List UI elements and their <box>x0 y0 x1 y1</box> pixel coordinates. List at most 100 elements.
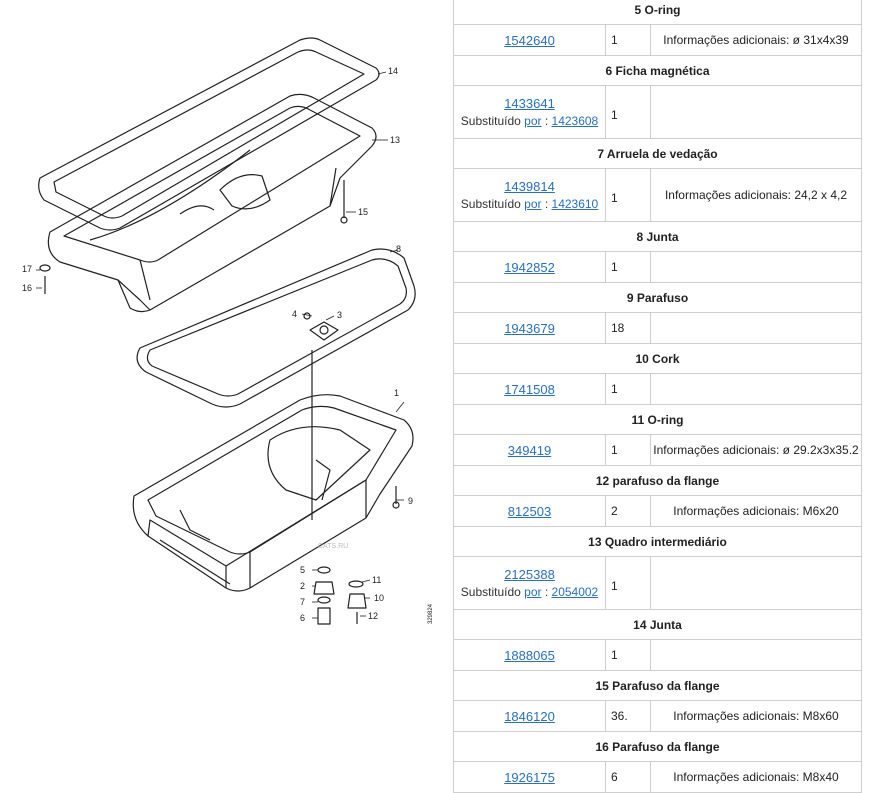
group-header-row: 10 Cork <box>453 343 862 374</box>
group-header-row: 11 O-ring <box>453 404 862 435</box>
substitute-part-link[interactable]: 1423608 <box>551 114 599 128</box>
callout-5: 5 <box>300 565 305 575</box>
callout-8: 8 <box>396 244 401 254</box>
group-header-row: 9 Parafuso <box>453 282 862 313</box>
part-number-link[interactable]: 1542640 <box>504 32 555 48</box>
quantity-cell: 1 <box>605 168 651 222</box>
part-number-cell: 1542640 <box>453 24 606 56</box>
part-row: 1741508 1 <box>453 373 862 405</box>
substituted-by-link[interactable]: por <box>524 585 542 599</box>
substituted-by-link[interactable]: por <box>524 197 542 211</box>
quantity-cell: 1 <box>605 639 651 671</box>
info-cell: Informações adicionais: ø 29.2x3x35.2 <box>650 434 862 466</box>
callout-15: 15 <box>358 207 368 217</box>
substituted-label: Substituído <box>460 585 521 599</box>
group-header-row: 6 Ficha magnética <box>453 55 862 86</box>
part-number-link[interactable]: 2125388 <box>504 567 555 582</box>
info-cell <box>650 373 862 405</box>
part-number-link[interactable]: 1741508 <box>504 381 555 397</box>
quantity-cell: 18 <box>605 312 651 344</box>
group-header-row: 7 Arruela de vedação <box>453 138 862 169</box>
group-title: 6 Ficha magnética <box>453 55 862 86</box>
quantity-cell: 36. <box>605 700 651 732</box>
group-title: 9 Parafuso <box>453 282 862 313</box>
figure-id: 329824 <box>428 603 434 624</box>
part-row: 1943679 18 <box>453 312 862 344</box>
part-number-cell: 1942852 <box>453 251 606 283</box>
oil-pan-diagram-svg: 14 13 15 8 4 3 1 9 5 2 7 6 11 10 12 17 1… <box>22 37 434 625</box>
plug-3-4-shape <box>303 312 339 341</box>
group-title: 10 Cork <box>453 343 862 374</box>
callout-4: 4 <box>292 309 297 319</box>
quantity-cell: 1 <box>605 85 651 139</box>
group-title: 15 Parafuso da flange <box>453 670 862 701</box>
substituted-label: Substituído <box>460 197 521 211</box>
group-header-row: 8 Junta <box>453 221 862 252</box>
callout-7: 7 <box>300 597 305 607</box>
quantity-cell: 1 <box>605 24 651 56</box>
group-title: 13 Quadro intermediário <box>453 526 862 557</box>
callout-16: 16 <box>22 283 32 293</box>
watermark-text: CATS.RU <box>318 543 348 550</box>
group-title: 16 Parafuso da flange <box>453 731 862 762</box>
part-number-link[interactable]: 1433641 <box>504 96 555 111</box>
quantity-cell: 1 <box>605 251 651 283</box>
group-title: 11 O-ring <box>453 404 862 435</box>
part-row: 1942852 1 <box>453 251 862 283</box>
substitute-part-link[interactable]: 1423610 <box>551 197 599 211</box>
info-cell: Informações adicionais: 24,2 x 4,2 <box>650 168 862 222</box>
part-number-cell: 349419 <box>453 434 606 466</box>
substitution-line: Substituído por : 1423608 <box>454 114 605 128</box>
substitute-part-link[interactable]: 2054002 <box>551 585 599 599</box>
group-title: 12 parafuso da flange <box>453 465 862 496</box>
group-header-row: 13 Quadro intermediário <box>453 526 862 557</box>
part-number-link[interactable]: 1439814 <box>504 179 555 194</box>
group-header-row: 12 parafuso da flange <box>453 465 862 496</box>
gasket-14-shape <box>38 37 380 231</box>
part-number-cell: 1741508 <box>453 373 606 405</box>
colon-separator: : <box>541 585 552 599</box>
part-row: 2125388 Substituído por : 2054002 1 <box>453 556 862 610</box>
part-number-cell: 1846120 <box>453 700 606 732</box>
part-row: 1888065 1 <box>453 639 862 671</box>
part-number-cell: 2125388 Substituído por : 2054002 <box>453 556 606 610</box>
group-title: 8 Junta <box>453 221 862 252</box>
part-number-cell: 1439814 Substituído por : 1423610 <box>453 168 606 222</box>
group-header-row: 5 O-ring <box>453 0 862 25</box>
part-number-link[interactable]: 1926175 <box>504 769 555 785</box>
quantity-cell: 1 <box>605 434 651 466</box>
part-number-cell: 1433641 Substituído por : 1423608 <box>453 85 606 139</box>
part-number-link[interactable]: 349419 <box>507 442 552 458</box>
substituted-by-link[interactable]: por <box>524 114 542 128</box>
part-row: 1433641 Substituído por : 1423608 1 <box>453 85 862 139</box>
info-cell <box>650 639 862 671</box>
info-cell <box>650 85 862 139</box>
callout-14: 14 <box>388 66 398 76</box>
quantity-cell: 1 <box>605 556 651 610</box>
quantity-cell: 1 <box>605 373 651 405</box>
info-cell <box>650 312 862 344</box>
colon-separator: : <box>541 197 552 211</box>
callout-3: 3 <box>337 310 342 320</box>
part-number-link[interactable]: 1888065 <box>504 647 555 663</box>
gasket-8-shape <box>136 248 416 408</box>
callout-17: 17 <box>22 264 32 274</box>
group-header-row: 14 Junta <box>453 609 862 640</box>
info-cell: Informações adicionais: ø 31x4x39 <box>650 24 862 56</box>
callout-1: 1 <box>394 388 399 398</box>
part-number-cell: 1926175 <box>453 761 606 793</box>
callout-10: 10 <box>374 593 384 603</box>
info-cell: Informações adicionais: M8x60 <box>650 700 862 732</box>
callout-6: 6 <box>300 613 305 623</box>
part-number-link[interactable]: 1942852 <box>504 259 555 275</box>
part-number-link[interactable]: 1943679 <box>504 320 555 336</box>
part-number-link[interactable]: 812503 <box>507 503 552 519</box>
part-number-cell: 1943679 <box>453 312 606 344</box>
part-number-cell: 812503 <box>453 495 606 527</box>
part-number-link[interactable]: 1846120 <box>504 708 555 724</box>
leader-lines <box>36 71 405 619</box>
